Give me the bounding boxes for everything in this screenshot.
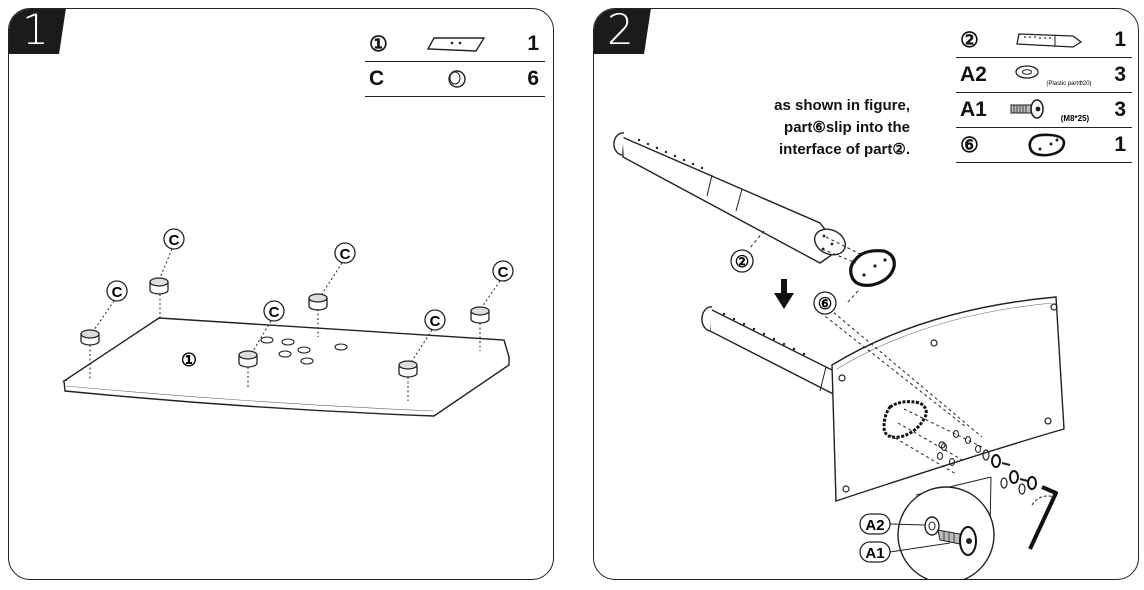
note-line: interface of part②. <box>779 141 910 158</box>
step-2-parts-list: ② 1 A2 (Plastic partΦ20) 3 <box>956 23 1132 163</box>
instruction-note: as shown in figure, part⑥slip into the i… <box>744 95 910 161</box>
shelf-plate-icon <box>61 317 510 417</box>
note-line: as shown in figure, <box>774 97 910 114</box>
bolt-icon: (M8*25) <box>996 92 1101 128</box>
callout-c: C <box>263 300 285 322</box>
rubber-foot-icon <box>308 293 328 311</box>
callout-c: C <box>163 228 185 250</box>
step-2-number: 2 <box>607 8 634 54</box>
column-tube-icon <box>996 23 1101 58</box>
svg-text:②: ② <box>735 254 749 271</box>
rubber-foot-icon <box>80 329 100 346</box>
bolt-label: A1 <box>859 541 951 563</box>
callout-c: C <box>334 242 356 264</box>
parts-row: ⑥ 1 <box>956 127 1132 163</box>
rubber-foot-icon <box>470 306 490 324</box>
callout-c: C <box>106 280 128 302</box>
step-2-panel: 2 ② 1 A2 (Plastic partΦ20) <box>593 8 1139 580</box>
part-id: C <box>365 61 413 97</box>
column-tube-icon <box>613 132 847 264</box>
guide-lines <box>748 230 983 475</box>
zoom-detail <box>897 476 995 579</box>
bolt-icon <box>991 454 1037 490</box>
part-qty: 6 <box>501 61 545 97</box>
washer-icon: (Plastic partΦ20) <box>996 57 1101 93</box>
rubber-foot-icon <box>398 360 418 378</box>
part-id: A2 <box>956 57 997 93</box>
hex-key-icon <box>1027 485 1058 550</box>
callout-c: C <box>492 260 514 282</box>
svg-text:C: C <box>169 232 180 249</box>
rubber-foot-icon <box>413 61 501 97</box>
svg-text:C: C <box>430 313 441 330</box>
svg-text:⑥: ⑥ <box>818 296 832 313</box>
parts-row: A1 (M8*25) 3 <box>956 92 1132 128</box>
bolt-spec: (M8*25) <box>1060 114 1089 123</box>
oval-plate-icon <box>849 249 896 287</box>
part-id: ② <box>956 23 997 58</box>
svg-text:C: C <box>498 264 509 281</box>
svg-text:C: C <box>269 304 280 321</box>
step-1-badge: 1 <box>9 8 66 54</box>
svg-text:C: C <box>340 246 351 263</box>
svg-text:A1: A1 <box>865 545 884 562</box>
column-label: ② <box>730 249 754 273</box>
part-id: A1 <box>956 92 997 128</box>
step-1-number: 1 <box>22 8 49 54</box>
part-qty: 3 <box>1100 92 1132 128</box>
parts-row: ① 1 <box>365 27 545 62</box>
plate-label: ① <box>181 350 197 370</box>
note-line: part⑥slip into the <box>784 119 910 136</box>
svg-text:C: C <box>112 284 123 301</box>
washer-spec: (Plastic partΦ20) <box>1046 81 1091 87</box>
oval-plate-icon <box>996 127 1101 163</box>
down-arrow-icon <box>774 279 794 309</box>
part-qty: 1 <box>1100 127 1132 163</box>
panel-holes <box>937 430 981 466</box>
step-1-illustration: C C C C C C ① <box>61 228 514 417</box>
rubber-foot-icon <box>149 277 169 295</box>
part-id: ⑥ <box>956 127 997 163</box>
mounting-panel <box>831 296 1065 502</box>
svg-text:A2: A2 <box>865 517 884 534</box>
part-id: ① <box>365 27 413 62</box>
step-2-illustration: ② ⑥ A2 A1 <box>613 132 1065 579</box>
washer-label: A2 <box>859 513 925 535</box>
callout-c: C <box>424 309 446 331</box>
step-2-badge: 2 <box>594 8 651 54</box>
part-qty: 1 <box>1100 23 1132 58</box>
rubber-foot-icon <box>238 350 258 368</box>
leader-lines <box>89 248 501 401</box>
parts-row: C 6 <box>365 61 545 97</box>
parts-row: ② 1 <box>956 23 1132 58</box>
oval-plate-icon <box>882 400 928 439</box>
part-qty: 3 <box>1100 57 1132 93</box>
shelf-plate-icon <box>413 27 501 62</box>
step-1-panel: 1 ① 1 C 6 <box>8 8 554 580</box>
parts-row: A2 (Plastic partΦ20) 3 <box>956 57 1132 93</box>
washer-icon <box>982 449 1026 495</box>
part-qty: 1 <box>501 27 545 62</box>
step-1-parts-list: ① 1 C 6 <box>365 27 545 97</box>
plate-label: ⑥ <box>813 291 837 315</box>
